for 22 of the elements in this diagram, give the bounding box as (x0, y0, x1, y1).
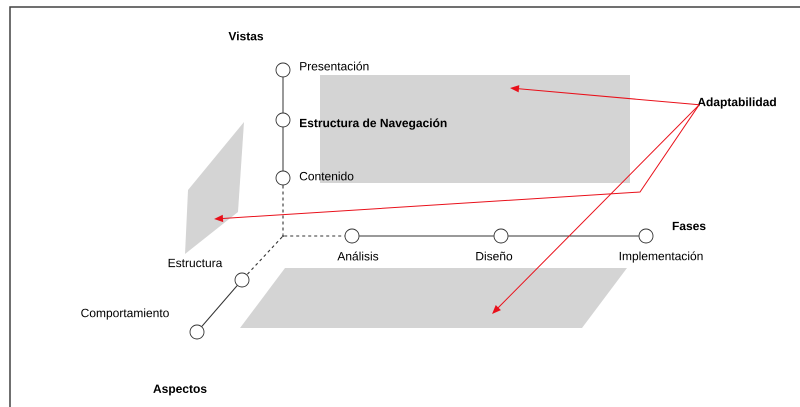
axis-line (246, 236, 283, 275)
point-label: Estructura (168, 258, 222, 268)
axis-line (284, 235, 345, 237)
axis-name: Aspectos (153, 384, 207, 396)
point-label: Presentación (300, 62, 368, 70)
axis-origin (282, 235, 284, 237)
point-label: Implementación (620, 251, 703, 263)
point-label: Comportamiento (81, 308, 169, 320)
point-label: Diseño (476, 252, 512, 260)
axis-line (282, 185, 284, 235)
point-label: Contenido (300, 172, 354, 180)
callout-title: Adaptabilidad (698, 97, 776, 109)
plane-shape (240, 268, 627, 328)
plane-shape (185, 122, 244, 254)
point-label: Análisis (337, 252, 378, 260)
axis-name: Vistas (228, 32, 264, 40)
axis-line (201, 285, 238, 327)
axis-name: Fases (672, 222, 706, 230)
arrow (492, 104, 700, 314)
point-label: Estructura de Navegación (300, 118, 446, 130)
axis-line (282, 126, 284, 172)
axis-line (282, 76, 284, 114)
